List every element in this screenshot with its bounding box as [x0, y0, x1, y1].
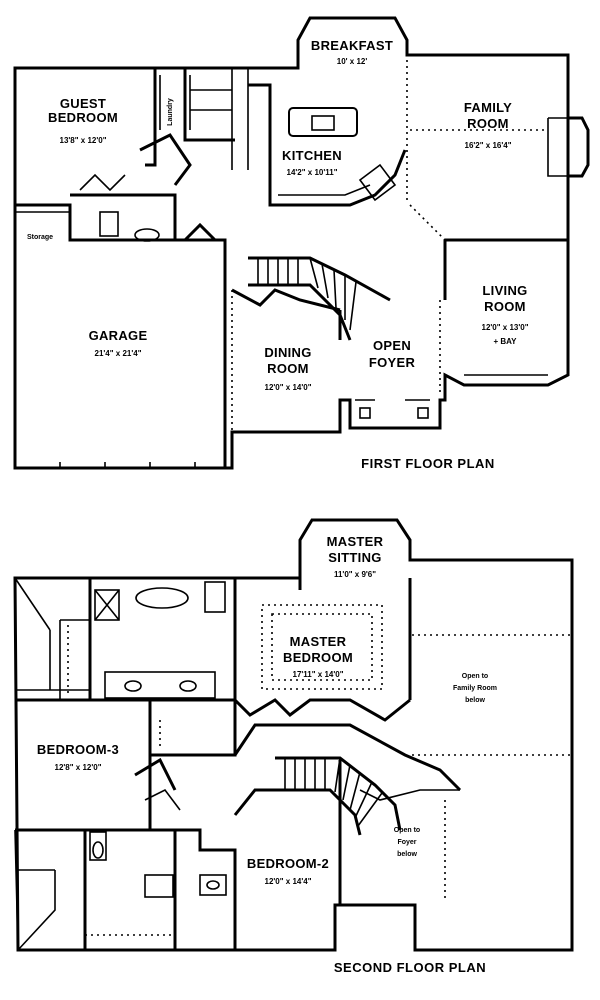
dining-size: 12'0" x 14'0"	[265, 383, 312, 392]
family-size: 16'2" x 16'4"	[465, 141, 512, 150]
open-foyer-line-1: Open to	[394, 827, 420, 834]
storage-label: Storage	[27, 234, 53, 241]
living-size: 12'0" x 13'0"	[482, 323, 529, 332]
foyer-label-2: FOYER	[369, 355, 416, 370]
second-floor-outer-wall	[13, 518, 574, 952]
open-family-line-2: Family Room	[453, 685, 497, 692]
sitting-label-2: SITTING	[328, 550, 381, 565]
first-floor-labels: BREAKFAST 10' x 12' GUEST BEDROOM 13'8" …	[27, 38, 529, 471]
guest-size: 13'8" x 12'0"	[60, 136, 107, 145]
second-floor-labels: MASTER SITTING 11'0" x 9'6" MASTER BEDRO…	[37, 534, 497, 975]
living-note: + BAY	[493, 337, 517, 346]
first-floor-outer-wall	[13, 16, 570, 470]
bedroom3-label: BEDROOM-3	[37, 742, 119, 757]
second-floor-stairs	[275, 756, 402, 836]
dining-label-2: ROOM	[267, 361, 309, 376]
second-floor-plan	[13, 518, 574, 952]
breakfast-size: 10' x 12'	[337, 57, 368, 66]
kitchen-label: KITCHEN	[282, 148, 342, 163]
first-floor-stairs	[248, 256, 391, 341]
bedroom2-label: BEDROOM-2	[247, 856, 329, 871]
breakfast-label: BREAKFAST	[311, 38, 393, 53]
garage-size: 21'4" x 21'4"	[95, 349, 142, 358]
master-label-1: MASTER	[290, 634, 347, 649]
garage-label: GARAGE	[89, 328, 148, 343]
sitting-size: 11'0" x 9'6"	[334, 570, 376, 579]
kitchen-island	[288, 107, 358, 137]
sitting-label-1: MASTER	[327, 534, 384, 549]
open-foyer-line-2: Foyer	[397, 839, 416, 846]
dining-label-1: DINING	[264, 345, 311, 360]
master-size: 17'11" x 14'0"	[293, 670, 344, 679]
living-label-2: ROOM	[484, 299, 526, 314]
first-floor-plan	[13, 16, 590, 470]
bedroom2-size: 12'0" x 14'4"	[265, 877, 312, 886]
guest-label-1: GUEST	[60, 96, 106, 111]
open-family-line-3: below	[465, 697, 485, 704]
open-foyer-line-3: below	[397, 851, 417, 858]
family-label-1: FAMILY	[464, 100, 512, 115]
bedroom3-size: 12'8" x 12'0"	[55, 763, 102, 772]
guest-label-2: BEDROOM	[48, 110, 118, 125]
open-family-line-1: Open to	[462, 673, 488, 680]
master-label-2: BEDROOM	[283, 650, 353, 665]
living-label-1: LIVING	[482, 283, 527, 298]
kitchen-size: 14'2" x 10'11"	[287, 168, 338, 177]
first-floor-title: FIRST FLOOR PLAN	[361, 456, 495, 471]
fireplace	[568, 116, 590, 178]
foyer-label-1: OPEN	[373, 338, 411, 353]
family-label-2: ROOM	[467, 116, 509, 131]
laundry-label: Laundry	[167, 98, 174, 126]
second-floor-title: SECOND FLOOR PLAN	[334, 960, 486, 975]
